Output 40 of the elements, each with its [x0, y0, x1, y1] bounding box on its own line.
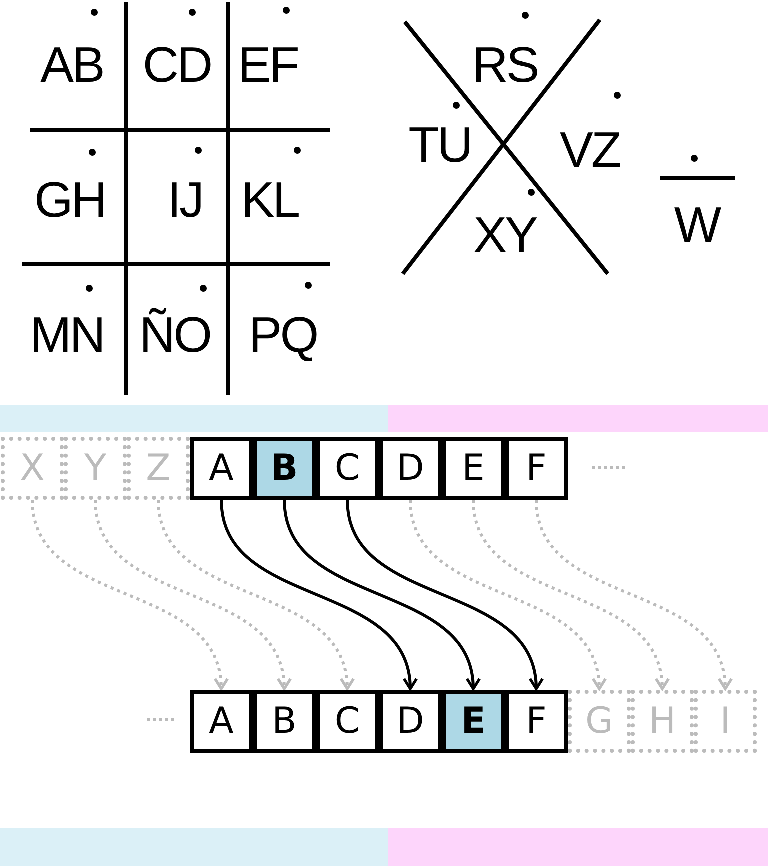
cipher-letters: AB: [40, 37, 104, 93]
arrow: [346, 500, 543, 690]
arrow: [472, 500, 669, 690]
cipher-letters: CD: [142, 37, 212, 93]
letter-cell: Y: [64, 437, 127, 500]
cipher-letters: MN: [30, 307, 104, 363]
cipher-letters: VZ: [560, 122, 620, 178]
cipher-letters: PQ: [248, 307, 318, 363]
arrow: [31, 500, 228, 690]
arrow: [535, 500, 732, 690]
cipher-letters: TU: [408, 117, 472, 173]
cipher-letters: W: [674, 197, 720, 253]
letter-cell: X: [1, 437, 64, 500]
cipher-letters: RS: [472, 37, 538, 93]
letter-cell: G: [568, 690, 631, 753]
letter-cell: A: [190, 690, 253, 753]
cipher-letters: EF: [238, 37, 298, 93]
letter-cell: F: [505, 690, 568, 753]
arrow: [409, 500, 606, 690]
cipher-letters: KL: [241, 172, 299, 228]
arrow: [220, 500, 417, 690]
letter-cell: C: [316, 690, 379, 753]
letter-cell: H: [631, 690, 694, 753]
letter-cell: A: [190, 437, 253, 500]
cipher-letters: GH: [34, 172, 106, 228]
letter-cell: E: [442, 437, 505, 500]
highlighted-letter-cell: B: [253, 437, 316, 500]
highlighted-letter-cell: E: [442, 690, 505, 753]
cipher-letters: XY: [474, 207, 536, 263]
letter-cell: C: [316, 437, 379, 500]
letter-cell: D: [379, 437, 442, 500]
cipher-letters: IJ: [168, 172, 202, 228]
letter-cell: B: [253, 690, 316, 753]
letter-cell: I: [694, 690, 757, 753]
cipher-letters: ÑO: [140, 307, 210, 363]
arrow: [283, 500, 480, 690]
arrow: [94, 500, 291, 690]
letter-cell: F: [505, 437, 568, 500]
letter-cell: D: [379, 690, 442, 753]
arrow: [157, 500, 354, 690]
